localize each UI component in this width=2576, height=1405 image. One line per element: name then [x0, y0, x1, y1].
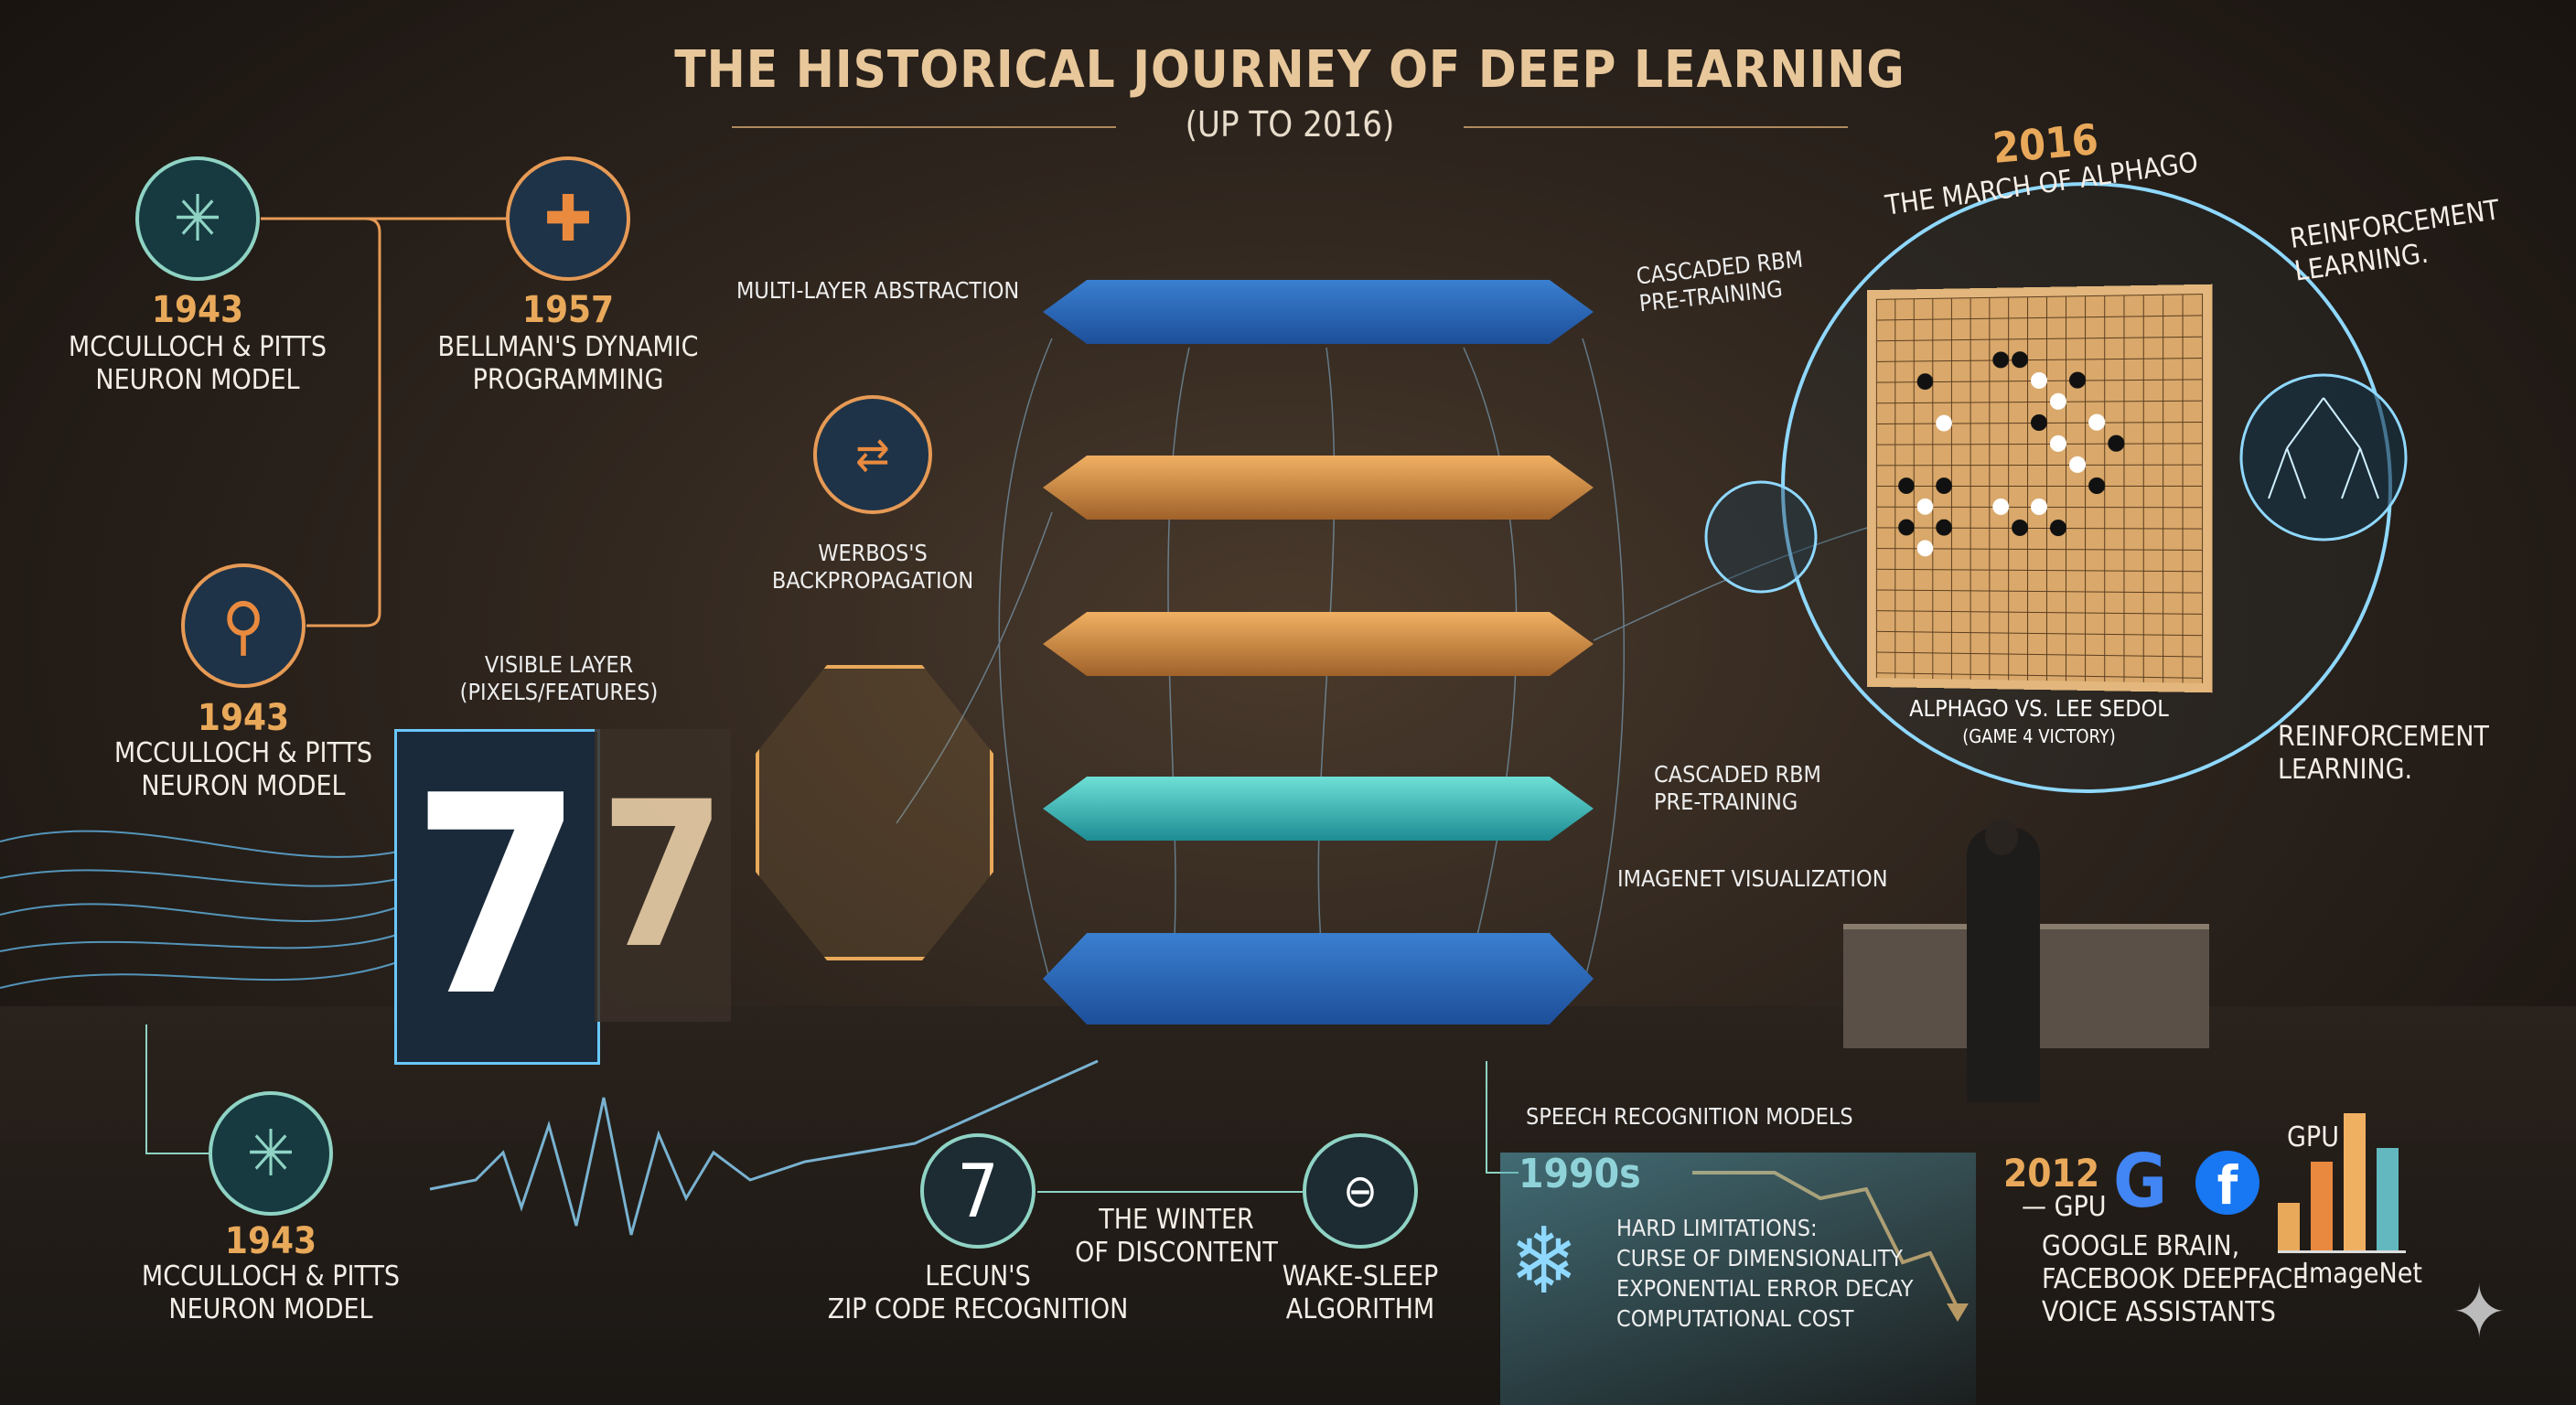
network-layer: [1043, 456, 1594, 520]
go-stone: [2012, 519, 2029, 536]
go-stone: [1898, 477, 1915, 494]
gpu-bar: [2344, 1113, 2366, 1250]
go-stone: [2012, 351, 2029, 369]
go-stone: [2031, 498, 2047, 516]
network-layer: [1043, 777, 1594, 841]
floor: [0, 1006, 2576, 1405]
go-stone: [1916, 498, 1934, 515]
nineties-year: 1990s: [1519, 1151, 1641, 1197]
network-layer: [1043, 933, 1594, 1024]
go-stone: [1936, 477, 1952, 494]
person-silhouette: [1967, 828, 2040, 1102]
snowflake-icon: ❄: [1509, 1207, 1579, 1314]
go-stone: [1936, 519, 1952, 536]
go-board: [1867, 284, 2213, 693]
go-stone: [2049, 520, 2067, 537]
gpu-bar: [2278, 1202, 2300, 1250]
winter-panel: [1500, 1153, 1976, 1405]
page-title: THE HISTORICAL JOURNEY OF DEEP LEARNING: [674, 40, 1905, 100]
neuron-icon: ✳: [135, 156, 260, 281]
tree-search-icon: [2268, 397, 2379, 499]
go-stone: [1936, 414, 1952, 432]
timeline-connector: [261, 217, 381, 627]
neuron-icon: ✳: [209, 1091, 333, 1216]
digit-seven-icon: 7: [920, 1133, 1036, 1249]
go-stone: [2088, 477, 2106, 495]
network-node-circle: [1704, 480, 1818, 594]
gpu-bar-chart: [2278, 1111, 2406, 1253]
timeline-connector: [145, 1024, 209, 1154]
imagenet-visualization-label: IMAGENET VISUALIZATION: [1617, 865, 1888, 892]
feature-hexagon: [756, 665, 993, 960]
go-stone: [1992, 498, 2010, 515]
go-stone: [1916, 540, 1934, 557]
pixel-digit-panel: 7: [595, 729, 731, 1022]
limitations-list: HARD LIMITATIONS:CURSE OF DIMENSIONALITY…: [1616, 1215, 1914, 1332]
network-layer: [1043, 280, 1594, 344]
go-stone: [2031, 371, 2047, 390]
network-connections: [896, 338, 1922, 989]
input-digit-panel: 7: [394, 729, 600, 1065]
multi-layer-label: MULTI-LAYER ABSTRACTION: [736, 277, 1020, 304]
go-stone: [2049, 392, 2067, 410]
go-stone: [2031, 413, 2047, 432]
network-node-icon: ⚲: [181, 563, 306, 688]
milestone-year: 1957: [521, 289, 615, 331]
toggle-icon: ⊖: [1303, 1133, 1418, 1249]
backprop-icon: ⇄: [813, 395, 932, 514]
go-stone: [1916, 373, 1934, 391]
page-subtitle: (UP TO 2016): [1185, 104, 1395, 145]
data-stream-lines: [0, 830, 403, 989]
gpu-label: GPU: [2287, 1121, 2339, 1153]
google-logo: G: [2113, 1139, 2168, 1224]
facebook-logo: f: [2195, 1151, 2259, 1217]
go-stone: [1992, 351, 2010, 369]
go-stone: [1898, 519, 1915, 536]
go-stone: [2108, 434, 2125, 452]
year-2012: 2012: [2003, 1151, 2100, 1196]
milestone-year: 1943: [151, 289, 244, 331]
tree-search-circle: [2239, 373, 2408, 542]
milestone-year: 1943: [224, 1220, 317, 1262]
alphago-caption: ALPHAGO VS. LEE SEDOL(GAME 4 VICTORY): [1909, 695, 2169, 747]
imagenet-label: ImageNet: [2302, 1258, 2422, 1290]
milestone-year: 1943: [197, 697, 290, 739]
connector: [1037, 1191, 1303, 1193]
puzzle-icon: ✚: [506, 156, 630, 281]
gpu-dash-label: — GPU: [2022, 1191, 2107, 1223]
person-head: [1985, 819, 2018, 855]
go-stone: [2069, 371, 2087, 389]
go-stone: [2088, 413, 2106, 431]
gpu-bar: [2377, 1147, 2399, 1250]
go-stone: [2069, 456, 2087, 473]
divider: [732, 126, 1116, 128]
visible-layer-label: VISIBLE LAYER(PIXELS/FEATURES): [459, 651, 659, 705]
network-layer: [1043, 612, 1594, 676]
gpu-bar: [2311, 1161, 2333, 1250]
sparkle-icon: ✦: [2452, 1270, 2507, 1355]
divider: [1464, 126, 1848, 128]
speech-recognition-label: SPEECH RECOGNITION MODELS: [1526, 1103, 1853, 1130]
sound-wave: [429, 1059, 1099, 1236]
go-stone: [2049, 434, 2067, 452]
